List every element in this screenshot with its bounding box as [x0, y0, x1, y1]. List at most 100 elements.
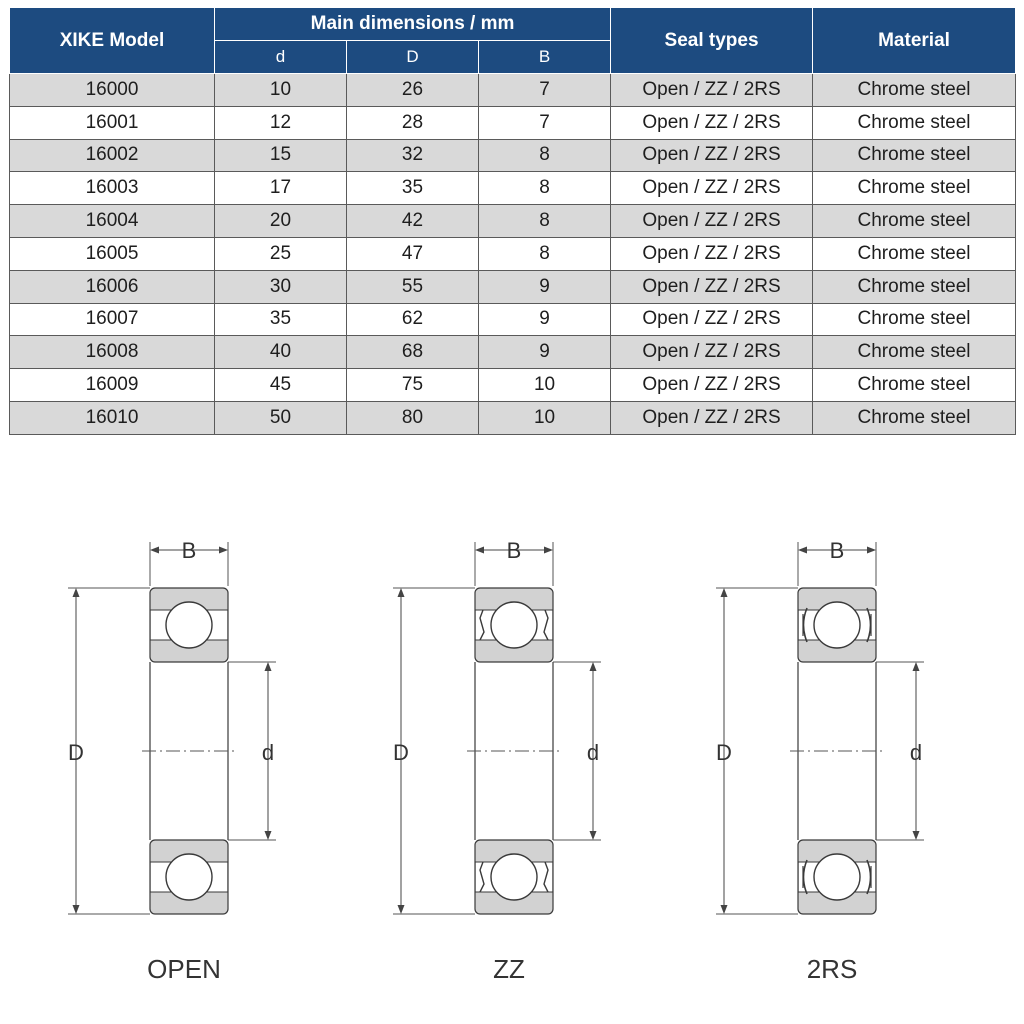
cell-material: Chrome steel [812, 302, 1017, 337]
ball [165, 853, 213, 901]
cell-seal-types: Open / ZZ / 2RS [610, 400, 814, 435]
cell-material: Chrome steel [812, 204, 1017, 238]
cell-model: 16010 [9, 400, 215, 435]
header-width: B [477, 40, 612, 74]
shield [543, 609, 549, 641]
cell-material: Chrome steel [812, 368, 1017, 402]
cell-outer-diameter: 62 [346, 302, 479, 337]
header-inner-diameter: d [214, 40, 347, 74]
shield [479, 861, 485, 893]
diagram-caption: ZZ [493, 954, 525, 984]
ball [490, 601, 538, 649]
cell-model: 16005 [9, 236, 215, 271]
cell-material: Chrome steel [812, 236, 1017, 271]
cell-inner-diameter: 10 [214, 73, 347, 107]
cell-model: 16004 [9, 204, 215, 238]
cell-outer-diameter: 26 [346, 73, 479, 107]
cell-material: Chrome steel [812, 400, 1017, 435]
cell-model: 16006 [9, 269, 215, 304]
cell-model: 16008 [9, 335, 215, 370]
diagram-caption: 2RS [807, 954, 858, 984]
cell-width: 9 [477, 302, 612, 337]
ball [813, 601, 861, 649]
header-outer-diameter: D [346, 40, 479, 74]
cell-width: 8 [477, 204, 612, 238]
cell-width: 10 [477, 400, 612, 435]
header-main-dimensions: Main dimensions / mm [213, 7, 612, 41]
outer-diameter-label: D [393, 740, 409, 765]
cell-seal-types: Open / ZZ / 2RS [610, 204, 814, 238]
cell-seal-types: Open / ZZ / 2RS [610, 302, 814, 337]
shield [479, 609, 485, 641]
cell-inner-diameter: 40 [214, 335, 347, 370]
cell-outer-diameter: 35 [346, 171, 479, 206]
cell-outer-diameter: 28 [346, 105, 479, 140]
cell-material: Chrome steel [812, 73, 1017, 107]
ball [490, 853, 538, 901]
header-seal-types: Seal types [610, 7, 814, 74]
cell-model: 16001 [9, 105, 215, 140]
cell-seal-types: Open / ZZ / 2RS [610, 105, 814, 140]
cell-width: 8 [477, 236, 612, 271]
cell-inner-diameter: 20 [214, 204, 347, 238]
cell-seal-types: Open / ZZ / 2RS [610, 368, 814, 402]
cell-seal-types: Open / ZZ / 2RS [610, 73, 814, 107]
cell-outer-diameter: 55 [346, 269, 479, 304]
width-label: B [830, 538, 845, 563]
cell-seal-types: Open / ZZ / 2RS [610, 269, 814, 304]
cell-width: 9 [477, 269, 612, 304]
diagram-caption: OPEN [147, 954, 221, 984]
header-model: XIKE Model [9, 7, 215, 74]
width-label: B [507, 538, 522, 563]
cell-material: Chrome steel [812, 171, 1017, 206]
inner-diameter-label: d [910, 740, 922, 765]
cell-outer-diameter: 68 [346, 335, 479, 370]
cell-width: 8 [477, 171, 612, 206]
cell-seal-types: Open / ZZ / 2RS [610, 138, 814, 173]
cell-seal-types: Open / ZZ / 2RS [610, 171, 814, 206]
cell-inner-diameter: 45 [214, 368, 347, 402]
cell-inner-diameter: 35 [214, 302, 347, 337]
cell-width: 9 [477, 335, 612, 370]
cell-inner-diameter: 30 [214, 269, 347, 304]
cell-inner-diameter: 50 [214, 400, 347, 435]
header-material: Material [812, 7, 1017, 74]
inner-diameter-label: d [587, 740, 599, 765]
cell-width: 7 [477, 105, 612, 140]
cell-outer-diameter: 42 [346, 204, 479, 238]
ball [165, 601, 213, 649]
cell-outer-diameter: 47 [346, 236, 479, 271]
cell-inner-diameter: 25 [214, 236, 347, 271]
cell-material: Chrome steel [812, 269, 1017, 304]
cell-material: Chrome steel [812, 335, 1017, 370]
cell-model: 16007 [9, 302, 215, 337]
outer-diameter-label: D [716, 740, 732, 765]
cell-outer-diameter: 32 [346, 138, 479, 173]
cell-width: 10 [477, 368, 612, 402]
cell-material: Chrome steel [812, 105, 1017, 140]
cell-inner-diameter: 15 [214, 138, 347, 173]
cell-width: 8 [477, 138, 612, 173]
cell-seal-types: Open / ZZ / 2RS [610, 335, 814, 370]
cell-outer-diameter: 80 [346, 400, 479, 435]
cell-model: 16002 [9, 138, 215, 173]
width-label: B [182, 538, 197, 563]
ball [813, 853, 861, 901]
cell-model: 16003 [9, 171, 215, 206]
cell-inner-diameter: 17 [214, 171, 347, 206]
cell-seal-types: Open / ZZ / 2RS [610, 236, 814, 271]
